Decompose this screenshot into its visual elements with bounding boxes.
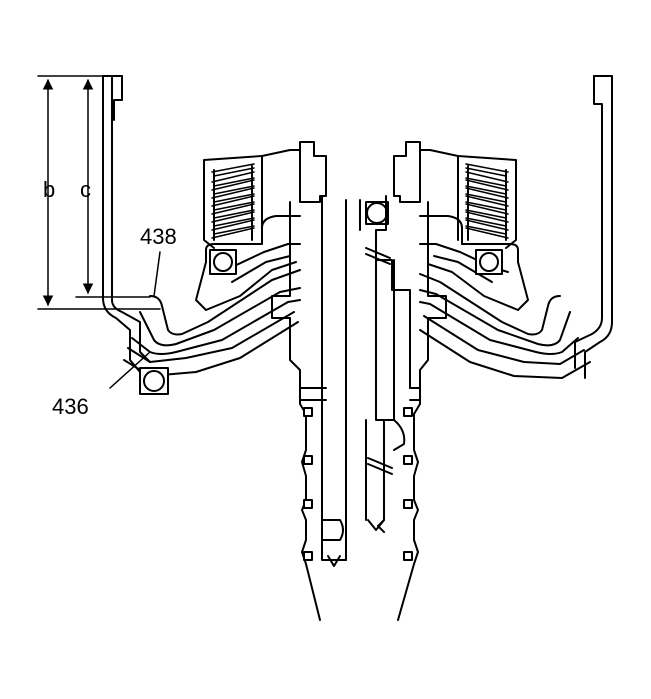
right-center-shaft xyxy=(359,141,447,621)
left-piston-stack xyxy=(123,215,301,377)
dimension-lines xyxy=(37,75,161,310)
dimension-label-c: c xyxy=(80,177,91,202)
callout-438: 438 xyxy=(140,224,177,249)
dimension-label-b: b xyxy=(43,177,55,202)
callout-436: 436 xyxy=(52,394,89,419)
right-housing-drum xyxy=(574,75,613,379)
left-return-springs xyxy=(203,149,301,249)
leader-lines xyxy=(109,251,161,389)
left-center-shaft xyxy=(271,141,347,621)
right-return-springs xyxy=(419,149,517,249)
check-balls xyxy=(139,201,503,395)
left-housing-drum xyxy=(102,75,151,373)
